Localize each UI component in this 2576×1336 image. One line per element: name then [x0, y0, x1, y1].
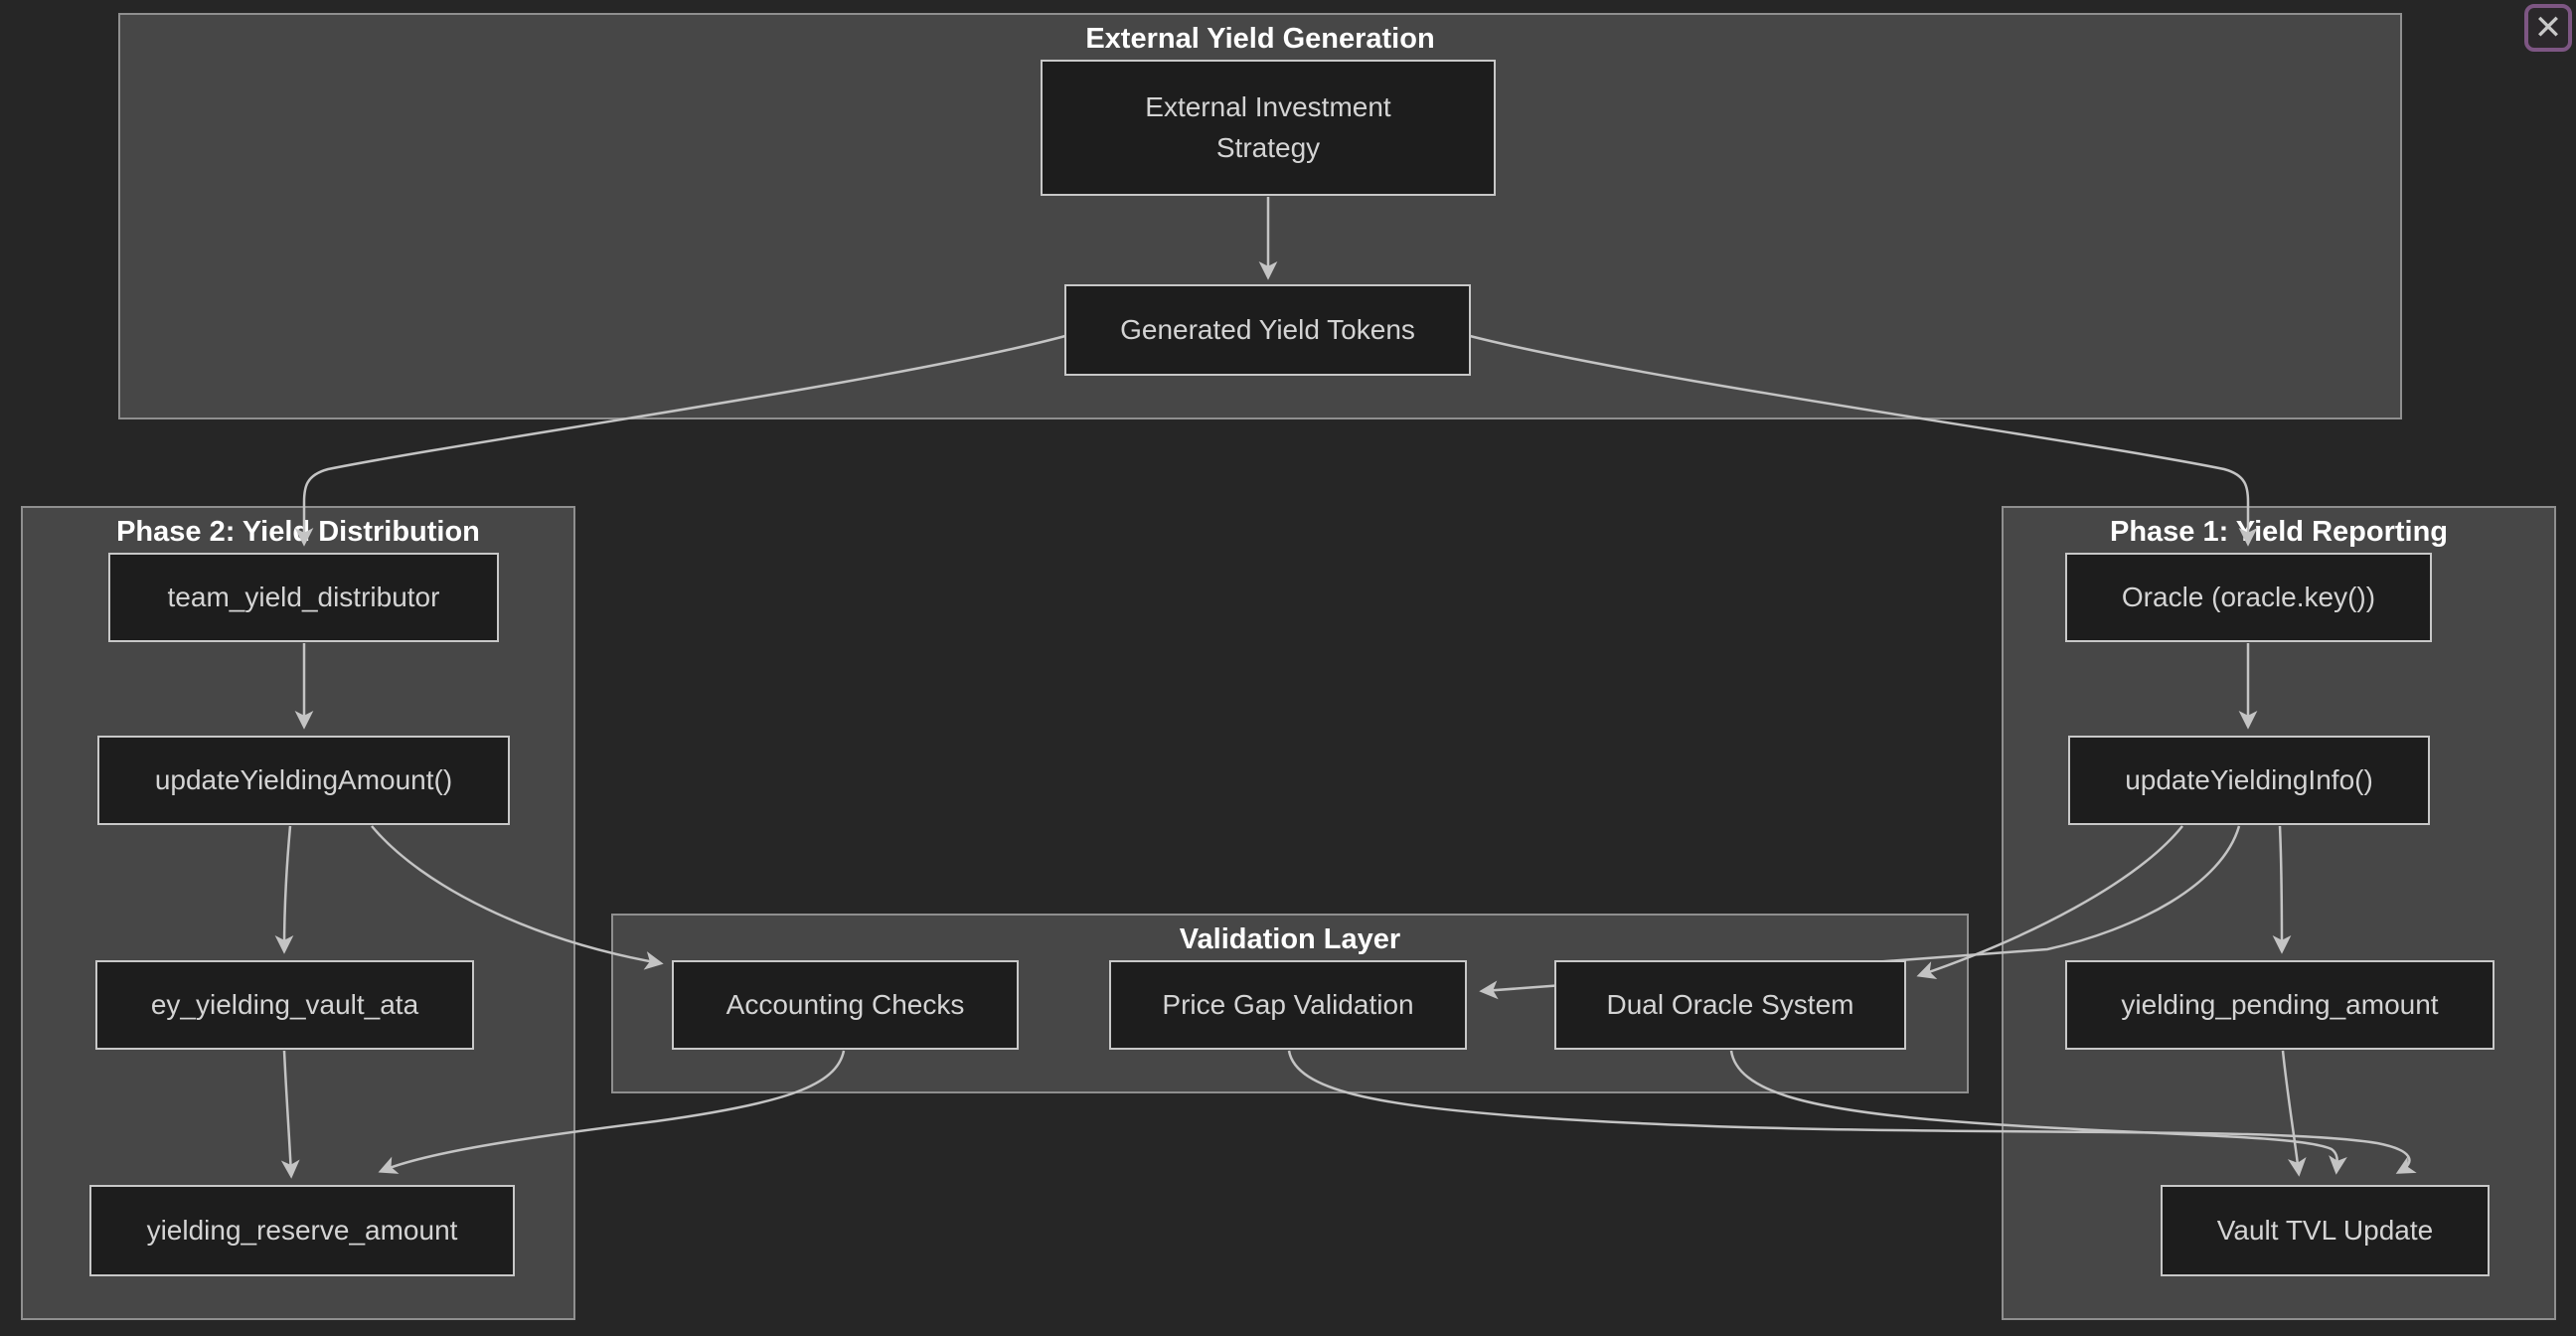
node-dual-oracle-system: Dual Oracle System — [1554, 960, 1906, 1050]
node-price-gap-validation: Price Gap Validation — [1109, 960, 1467, 1050]
edge-price-gap-to-vault-tvl — [1287, 1050, 2417, 1174]
edge-pending-to-vault-tvl — [2281, 1050, 2307, 1177]
node-team-yield-distributor: team_yield_distributor — [108, 553, 499, 642]
edge-upd-amount-to-acct — [371, 825, 664, 970]
node-update-yielding-amount: updateYieldingAmount() — [97, 736, 510, 825]
edge-acct-to-reserve — [378, 1050, 846, 1174]
node-oracle-key: Oracle (oracle.key()) — [2065, 553, 2432, 642]
edge-gyt-to-oracle — [1469, 334, 2258, 547]
node-accounting-checks: Accounting Checks — [672, 960, 1019, 1050]
subgraph-title-validation-layer: Validation Layer — [1179, 923, 1401, 955]
node-generated-yield-tokens: Generated Yield Tokens — [1064, 284, 1471, 376]
edge-upd-info-to-dual-oracle — [1916, 825, 2183, 980]
node-yielding-reserve-amount: yielding_reserve_amount — [89, 1185, 515, 1276]
node-yielding-pending-amount: yielding_pending_amount — [2065, 960, 2495, 1050]
node-update-yielding-info: updateYieldingInfo() — [2068, 736, 2430, 825]
close-button[interactable]: ✕ — [2524, 4, 2572, 52]
node-vault-tvl-update: Vault TVL Update — [2161, 1185, 2490, 1276]
edge-upd-amount-to-ey-vault — [274, 825, 294, 954]
subgraph-title-phase1-yield-reporting: Phase 1: Yield Reporting — [2109, 516, 2449, 548]
edge-ey-vault-to-reserve — [280, 1050, 300, 1179]
node-external-investment-strategy: External Investment Strategy — [1041, 60, 1496, 196]
subgraph-title-external-yield-generation: External Yield Generation — [1085, 23, 1435, 55]
edge-dual-oracle-to-vault-tvl — [1729, 1050, 2347, 1175]
edge-upd-info-to-price-gap — [1479, 825, 2241, 1000]
edge-gyt-to-team — [294, 334, 1066, 547]
node-ey-yielding-vault-ata: ey_yielding_vault_ata — [95, 960, 474, 1050]
close-icon: ✕ — [2533, 9, 2563, 47]
edge-upd-info-to-pending — [2272, 825, 2292, 954]
